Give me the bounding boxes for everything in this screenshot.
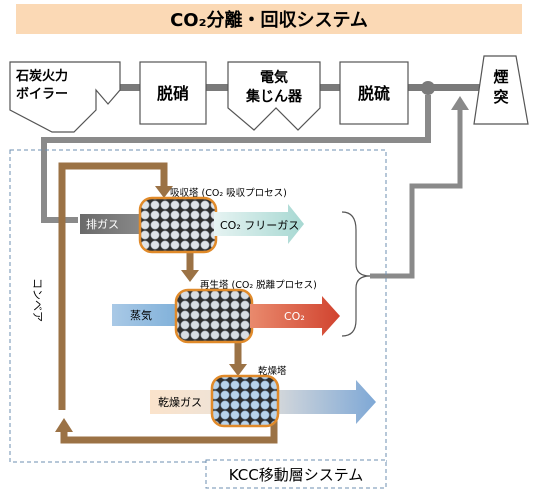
boiler-label-line1: 石炭火力	[15, 68, 68, 84]
exhaust-gas-label: 排ガス	[86, 217, 119, 231]
kcc-system-boundary: KCC移動層システム	[9, 149, 387, 489]
conveyor-label: コンベア	[31, 278, 44, 322]
dryer-vessel	[210, 374, 280, 428]
diagram-title: CO₂分離・回収システム	[16, 4, 522, 34]
regenerator-tower: 再生塔 (CO₂ 脱離プロセス) 蒸気 CO₂	[112, 279, 340, 344]
absorber-vessel	[138, 196, 218, 254]
denitration-label: 脱硝	[157, 84, 189, 103]
flue-branch-junction	[421, 81, 435, 95]
conveyor-loop: コンベア	[31, 162, 278, 444]
stack-unit: 煙 突	[473, 55, 529, 125]
co2-free-gas-label: CO₂ フリーガス	[220, 219, 299, 232]
precipitator-unit: 電気 集じん器	[227, 61, 321, 131]
steam-label: 蒸気	[130, 308, 152, 322]
dryer-label: 乾燥塔	[258, 365, 287, 377]
stack-label-line2: 突	[493, 88, 508, 106]
kcc-system-label: KCC移動層システム	[229, 466, 364, 484]
precipitator-label-line1: 電気	[260, 69, 288, 86]
steam-inlet	[112, 304, 180, 326]
precipitator-label-line2: 集じん器	[245, 88, 303, 105]
co2-free-gas-arrow	[214, 204, 304, 244]
desulfurization-label: 脱硫	[358, 84, 390, 103]
co2-output-arrow	[250, 296, 340, 336]
exhaust-gas-inlet	[80, 214, 144, 234]
exhaust-gas-branch	[41, 95, 431, 223]
co2-output-label: CO₂	[284, 310, 305, 323]
desulfurization-unit: 脱硫	[339, 61, 409, 125]
return-gas-line	[370, 96, 469, 279]
regenerator-label: 再生塔 (CO₂ 脱離プロセス)	[200, 279, 317, 291]
regenerator-vessel	[174, 288, 254, 344]
absorber-tower: 吸収塔 (CO₂ 吸収プロセス) 排ガス CO₂ フリーガス	[80, 187, 304, 254]
boiler-unit: 石炭火力 ボイラー	[9, 61, 121, 133]
output-gas-brace	[341, 211, 371, 337]
dry-gas-label: 乾燥ガス	[158, 396, 202, 409]
dryer-tower: 乾燥塔 乾燥ガス	[150, 365, 376, 428]
absorber-label: 吸収塔 (CO₂ 吸収プロセス)	[170, 187, 287, 199]
denitration-unit: 脱硝	[139, 61, 207, 125]
stack-label-line1: 煙	[493, 68, 508, 86]
boiler-label-line2: ボイラー	[16, 86, 68, 102]
